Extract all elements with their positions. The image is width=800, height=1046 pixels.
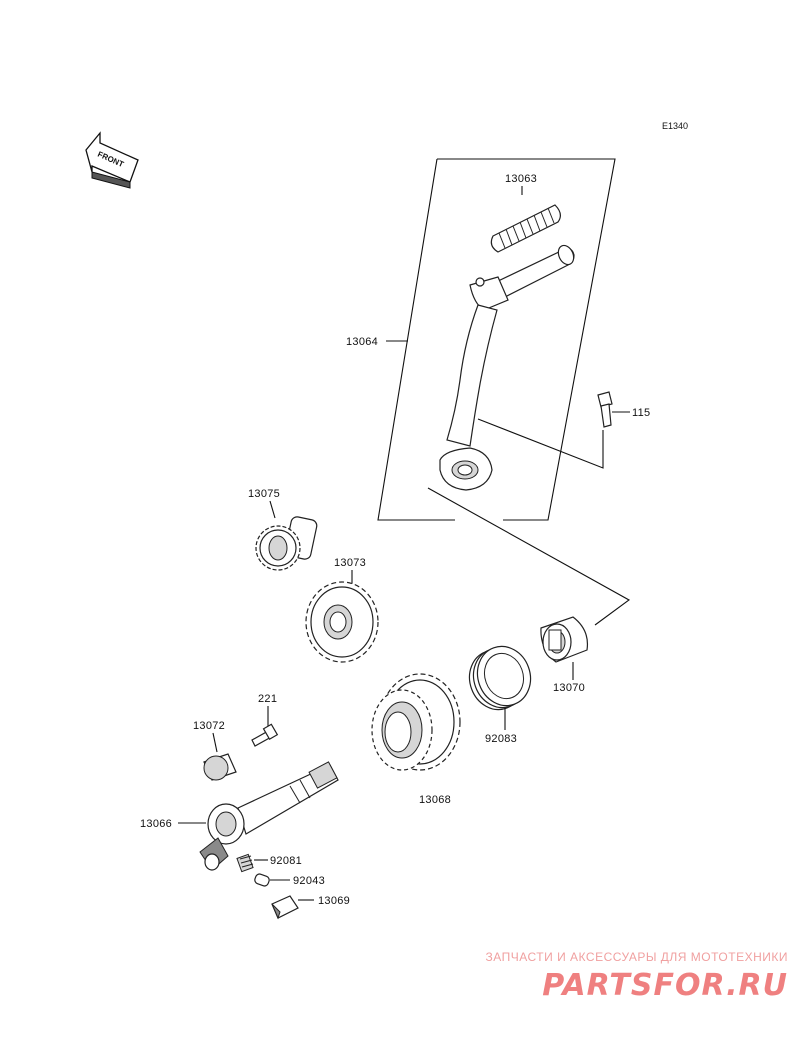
kick-pedal-group-outline-left <box>377 158 455 521</box>
leader-13075 <box>269 500 276 519</box>
watermark: ЗАПЧАСТИ И АКСЕССУАРЫ ДЛЯ МОТОТЕХНИКИ PA… <box>486 950 788 1003</box>
label-13063: 13063 <box>505 173 537 185</box>
collar-13070 <box>540 616 589 663</box>
ratchet-13069 <box>271 895 299 920</box>
diagram-code: E1340 <box>662 121 688 131</box>
label-13066: 13066 <box>140 818 172 830</box>
label-221: 221 <box>258 693 277 705</box>
watermark-logo: PARTSFOR.RU <box>542 968 788 1003</box>
bolt-115 <box>597 391 613 428</box>
label-13064: 13064 <box>346 336 378 348</box>
leader-arm-to-13070 <box>427 487 631 626</box>
shaft-13066 <box>199 761 339 871</box>
label-92083: 92083 <box>485 733 517 745</box>
label-13075: 13075 <box>248 488 280 500</box>
label-13069: 13069 <box>318 895 350 907</box>
watermark-tagline: ЗАПЧАСТИ И АКСЕССУАРЫ ДЛЯ МОТОТЕХНИКИ <box>485 950 788 964</box>
leader-13072 <box>212 732 218 753</box>
label-13068: 13068 <box>419 794 451 806</box>
gear-13073 <box>305 581 379 663</box>
bolt-221 <box>251 723 279 747</box>
gear-13068 <box>371 673 461 771</box>
leader-115-to-arm <box>477 418 604 469</box>
label-13073: 13073 <box>334 557 366 569</box>
kick-pedal-arm <box>439 244 575 491</box>
kick-pedal-rubber <box>490 204 561 253</box>
front-arrow-icon: FRONT <box>85 131 139 189</box>
washer-13072 <box>203 753 237 781</box>
kick-pedal-group-outline <box>437 158 616 521</box>
spring-92081 <box>236 853 254 873</box>
label-13070: 13070 <box>553 682 585 694</box>
label-92043: 92043 <box>293 875 325 887</box>
gear-13075 <box>255 516 318 571</box>
label-92081: 92081 <box>270 855 302 867</box>
spring-92083 <box>468 645 532 711</box>
label-115: 115 <box>632 407 650 419</box>
label-13072: 13072 <box>193 720 225 732</box>
pin-92043 <box>254 873 270 887</box>
